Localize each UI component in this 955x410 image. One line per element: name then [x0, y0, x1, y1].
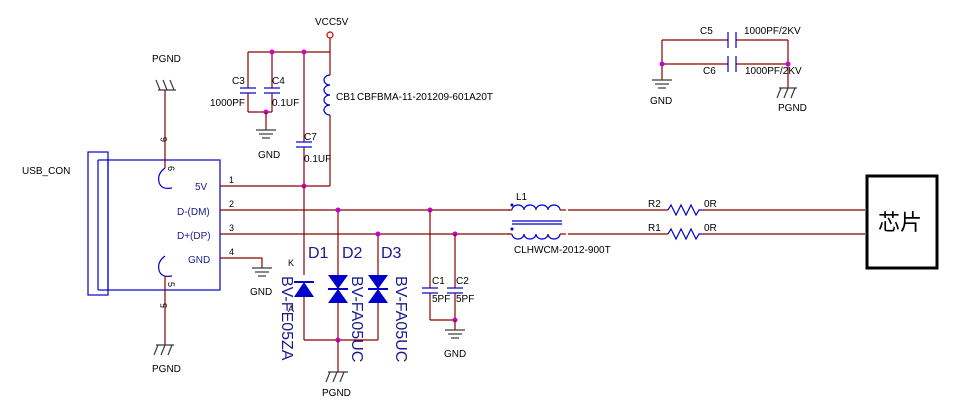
pgnd-symbol-top: PGND	[152, 54, 181, 91]
gnd-label-c3c4: GND	[258, 150, 280, 161]
d2-ref: D2	[342, 245, 363, 262]
pgnd-label-bottom: PGND	[152, 364, 181, 375]
connector-name: USB_CON	[22, 166, 70, 177]
pin4-label: GND	[188, 255, 210, 266]
c4-value: 0.1UF	[272, 98, 299, 109]
pgnd-symbol-diodes: PGND	[322, 340, 351, 399]
gnd-symbol-c1c2: GND	[444, 320, 466, 360]
usb-connector: USB_CON 6 5 6 5 5V D-(DM) D+(DP) GND	[22, 90, 221, 345]
c3-ref: C3	[232, 76, 245, 87]
pgnd-label-diodes: PGND	[322, 388, 351, 399]
c4-ref: C4	[272, 76, 285, 87]
diode-d3: D3 BV-FA05UC	[368, 245, 409, 362]
chip-block: 芯片	[865, 174, 939, 270]
gnd-label-c1c2: GND	[444, 349, 466, 360]
c6-ref: C6	[703, 66, 716, 77]
capacitor-c1: C1 5PF	[422, 276, 450, 320]
vcc-net: VCC5V	[247, 17, 349, 142]
r1-value: 0R	[704, 223, 717, 234]
d1-k: K	[288, 258, 294, 268]
c5-value: 1000PF/2KV	[744, 26, 801, 37]
gnd-symbol-c3c4: GND	[256, 112, 280, 161]
ferrite-bead-cb1: CB1 CBFBMA-11-201209-601A20T	[323, 74, 493, 186]
r2-value: 0R	[704, 199, 717, 210]
c3-value: 1000PF	[210, 98, 245, 109]
d1-value: BV-FE05ZA	[278, 276, 295, 361]
pin6-num: 6	[159, 137, 169, 142]
pin5-num: 5	[159, 303, 169, 308]
pgnd-symbol-bottom: PGND	[152, 344, 181, 375]
pin4-num: 4	[229, 247, 234, 257]
resistor-r2: R2 0R	[648, 199, 717, 217]
r2-ref: R2	[648, 199, 661, 210]
c7-value: 0.1UF	[304, 154, 331, 165]
pin3-num: 3	[229, 223, 234, 233]
chip-label: 芯片	[878, 211, 922, 236]
svg-text:5: 5	[166, 282, 176, 287]
diode-d2: D2 BV-FA05UC	[328, 245, 365, 362]
capacitor-c7: C7 0.1UF	[296, 132, 331, 186]
d1-a: A	[288, 304, 294, 314]
l1-value: CLHWCM-2012-900T	[514, 245, 611, 256]
pin3-label: D+(DP)	[177, 231, 211, 242]
d3-value: BV-FA05UC	[392, 276, 409, 362]
pgnd-label-top: PGND	[152, 54, 181, 65]
d3-ref: D3	[381, 245, 402, 262]
capacitor-c3: C3 1000PF	[210, 76, 256, 112]
gnd-symbol-c5c6: GND	[650, 79, 672, 107]
gnd-label-pin4: GND	[250, 287, 272, 298]
pgnd-label-c5c6: PGND	[778, 103, 807, 114]
pin1-num: 1	[229, 175, 234, 185]
r1-ref: R1	[648, 223, 661, 234]
svg-text:6: 6	[166, 166, 176, 171]
c2-value: 5PF	[456, 294, 474, 305]
c5-ref: C5	[700, 26, 713, 37]
capacitor-c2: C2 5PF	[447, 276, 474, 320]
gnd-label-c5c6: GND	[650, 96, 672, 107]
c1-ref: C1	[432, 276, 445, 287]
cb1-ref: CB1	[336, 92, 356, 103]
d1-ref: D1	[308, 245, 329, 262]
c6-value: 1000PF/2KV	[745, 66, 802, 77]
pin2-num: 2	[229, 199, 234, 209]
c1-value: 5PF	[432, 294, 450, 305]
c7-ref: C7	[304, 132, 317, 143]
pin2-label: D-(DM)	[177, 207, 210, 218]
gnd-symbol-pin4: GND	[250, 258, 272, 298]
c2-ref: C2	[456, 276, 469, 287]
choke-l1: L1 CLHWCM-2012-900T	[508, 192, 611, 256]
vcc-label: VCC5V	[315, 17, 349, 28]
pin1-label: 5V	[195, 182, 208, 193]
resistor-r1: R1 0R	[648, 223, 717, 241]
pgnd-symbol-c5c6: PGND	[776, 87, 807, 114]
diode-d1: D1 K A BV-FE05ZA	[278, 245, 329, 361]
l1-ref: L1	[516, 192, 528, 203]
d2-value: BV-FA05UC	[348, 276, 365, 362]
cb1-value: CBFBMA-11-201209-601A20T	[357, 92, 493, 103]
c5-c6-block: C5 1000PF/2KV C6 1000PF/2KV	[659, 26, 802, 88]
capacitor-c4: C4 0.1UF	[264, 76, 299, 112]
